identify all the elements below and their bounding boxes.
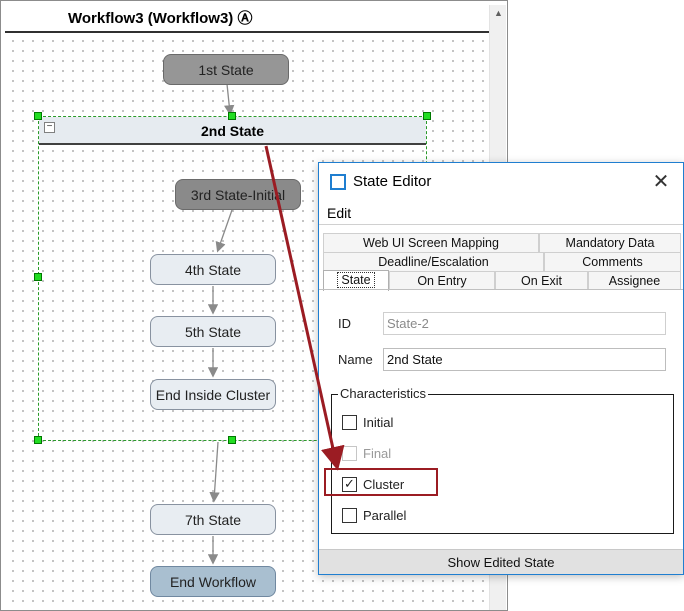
state-node-label: 4th State [184,261,242,278]
dialog-title: State Editor [353,173,432,190]
state-node-5th[interactable]: 5th State [150,316,276,347]
state-node-7th[interactable]: 7th State [150,504,276,535]
cluster-highlight-box [324,468,438,496]
name-label: Name [338,352,373,367]
state-node-end-inside-cluster[interactable]: End Inside Cluster [150,379,276,410]
collapse-icon[interactable]: − [44,122,55,133]
cluster-title: 2nd State [200,123,264,139]
parallel-checkbox[interactable]: Parallel [342,505,406,525]
selection-handle[interactable] [34,436,42,444]
checkbox-box [342,445,357,461]
tab-comments[interactable]: Comments [544,252,681,271]
id-field: State-2 [383,312,666,335]
tab-on-exit[interactable]: On Exit [495,271,588,290]
checkbox-box[interactable] [342,414,357,430]
tab-deadline-escalation[interactable]: Deadline/Escalation [323,252,544,271]
scroll-up-icon[interactable]: ▲ [494,8,503,18]
cluster-header[interactable]: 2nd State [39,117,426,145]
selection-handle[interactable] [34,273,42,281]
state-node-label: End Inside Cluster [155,386,271,403]
state-node-4th[interactable]: 4th State [150,254,276,285]
tab-state[interactable]: State [323,270,389,291]
cluster-checkbox[interactable]: ✓ Cluster [342,474,404,494]
initial-checkbox[interactable]: Initial [342,412,393,432]
tab-state-label: State [337,272,375,288]
checkmark-icon[interactable]: ✓ [342,476,357,492]
state-node-label: 1st State [198,61,254,78]
name-field[interactable]: 2nd State [383,348,666,371]
state-node-1st[interactable]: 1st State [163,54,289,85]
tab-on-entry[interactable]: On Entry [389,271,495,290]
workflow-title: Workflow3 (Workflow3) Ⓐ [5,5,489,33]
menu-bar: Edit [319,201,683,225]
selection-handle[interactable] [34,112,42,120]
state-node-label: 5th State [184,323,242,340]
state-node-end-workflow[interactable]: End Workflow [150,566,276,597]
state-editor-dialog: State Editor ✕ Edit Web UI Screen Mappin… [318,162,684,575]
show-edited-state-button[interactable]: Show Edited State [319,549,683,574]
selection-handle[interactable] [423,112,431,120]
final-label: Final [363,445,392,461]
state-node-3rd-initial[interactable]: 3rd State-Initial [175,179,301,210]
checkbox-box[interactable] [342,507,357,523]
selection-handle[interactable] [228,112,236,120]
characteristics-title: Characteristics [338,386,428,401]
selection-handle[interactable] [228,436,236,444]
parallel-label: Parallel [363,507,407,523]
final-checkbox: Final [342,443,391,463]
state-node-label: 7th State [184,511,242,528]
window-icon [330,174,346,190]
menu-edit[interactable]: Edit [327,205,352,221]
tab-web-ui-screen-mapping[interactable]: Web UI Screen Mapping [323,233,539,252]
tab-mandatory-data[interactable]: Mandatory Data [539,233,681,252]
initial-label: Initial [363,414,394,430]
state-node-label: End Workflow [169,573,257,590]
cluster-label: Cluster [363,476,405,492]
dialog-titlebar[interactable]: State Editor ✕ [319,163,683,201]
characteristics-group: Characteristics Initial Final ✓ Cluster … [331,386,674,534]
tab-assignee[interactable]: Assignee [588,271,681,290]
tab-divider [319,289,683,290]
close-icon[interactable]: ✕ [652,171,670,193]
state-node-label: 3rd State-Initial [190,186,286,203]
tab-strip: Web UI Screen Mapping Mandatory Data Dea… [319,225,683,291]
id-label: ID [338,316,351,331]
